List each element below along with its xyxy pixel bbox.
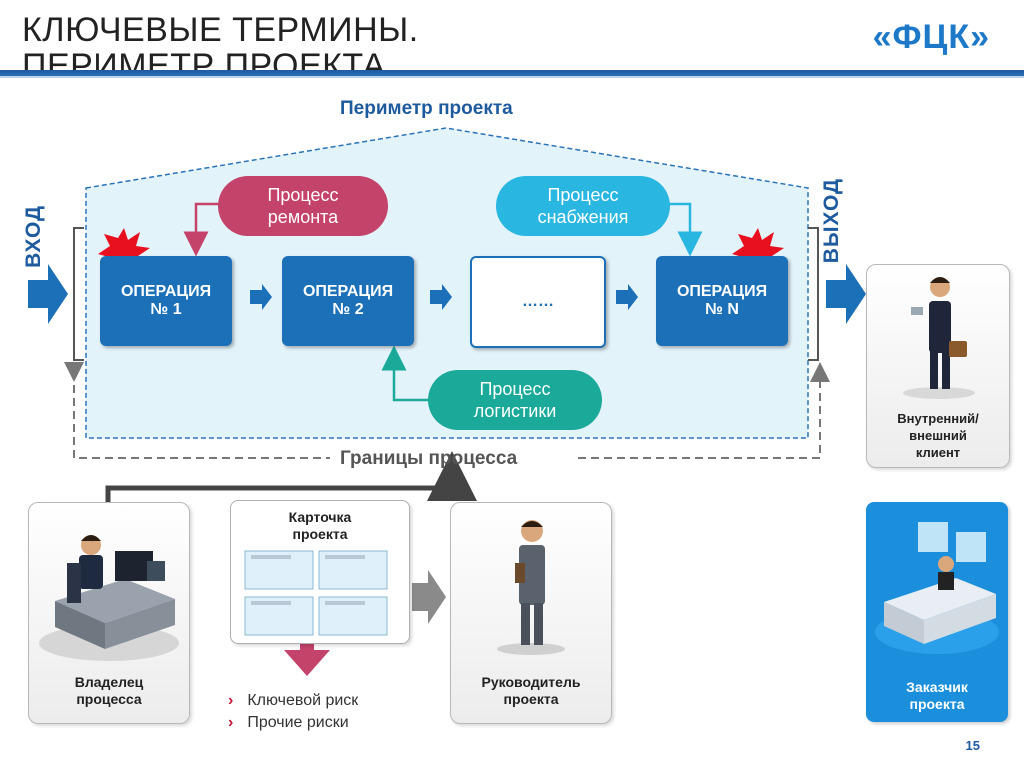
project-card-grid-icon	[244, 550, 388, 636]
owner-card: Владелец процесса	[28, 502, 190, 724]
title-line-1: КЛЮЧЕВЫЕ ТЕРМИНЫ.	[22, 11, 419, 49]
process-logistics: Процесс логистики	[428, 370, 602, 430]
card-down-arrow	[284, 642, 330, 676]
flow-arrow-3	[616, 284, 638, 310]
operation-n-title: ОПЕРАЦИЯ	[676, 283, 768, 300]
process-supply-line2: снабжения	[537, 207, 629, 227]
risk-item-label: Прочие риски	[247, 714, 349, 731]
repair-arrow	[183, 202, 222, 257]
header-divider-light	[0, 76, 1024, 78]
process-supply-line1: Процесс	[547, 185, 619, 205]
project-card-line2: проекта	[292, 526, 348, 542]
chevron-right-icon: ›	[228, 692, 234, 709]
customer-label-line1: Заказчик	[906, 679, 968, 695]
project-card-line1: Карточка	[288, 509, 352, 525]
header-divider	[0, 70, 1024, 76]
owner-label-line1: Владелец	[74, 674, 144, 690]
operation-1-number: № 1	[150, 301, 182, 318]
input-label: ВХОД	[22, 205, 45, 268]
flow-arrow-2	[430, 284, 452, 310]
supply-arrow	[668, 202, 703, 257]
client-label-line2: внешний	[909, 428, 967, 443]
flow-arrow-1	[250, 284, 272, 310]
process-boundary-line	[64, 362, 330, 459]
operation-2: ОПЕРАЦИЯ № 2	[282, 256, 414, 346]
process-boundary-label: Границы процесса	[340, 448, 518, 469]
owner-feedback-arrow	[105, 451, 477, 503]
operation-n-number: № N	[705, 301, 739, 318]
page-number: 15	[965, 738, 980, 753]
input-arrow	[28, 264, 68, 324]
manager-card: Руководитель проекта	[450, 502, 612, 724]
customer-reception-icon	[875, 522, 999, 654]
card-to-manager-arrow	[412, 570, 446, 624]
owner-label-line2: процесса	[76, 691, 142, 707]
logistics-arrow	[381, 345, 432, 402]
client-label-line1: Внутренний/	[897, 411, 979, 426]
process-boundary-line-right	[578, 362, 830, 459]
client-card: Внутренний/ внешний клиент	[866, 264, 1010, 468]
process-supply: Процесс снабжения	[496, 176, 670, 236]
manager-label-line2: проекта	[503, 691, 559, 707]
chevron-right-icon: ›	[228, 714, 234, 731]
logo: «ФЦК»	[872, 18, 990, 56]
manager-label-line1: Руководитель	[481, 674, 581, 690]
risk-item: › Ключевой риск	[228, 690, 358, 712]
operation-ellipsis-text: ……	[522, 293, 554, 310]
client-figure-icon	[903, 277, 975, 399]
title-line-2: ПЕРИМЕТР ПРОЕКТА	[22, 47, 386, 85]
output-arrow	[826, 264, 866, 324]
input-bracket	[73, 227, 84, 361]
operation-1-title: ОПЕРАЦИЯ	[120, 283, 212, 300]
output-bracket	[808, 227, 819, 361]
owner-desk-icon	[39, 535, 179, 661]
customer-card: Заказчик проекта	[866, 502, 1008, 722]
process-logistics-line2: логистики	[473, 401, 557, 421]
process-repair-line2: ремонта	[267, 207, 339, 227]
process-repair-line1: Процесс	[267, 185, 339, 205]
process-logistics-line1: Процесс	[479, 379, 551, 399]
project-card: Карточка проекта	[230, 500, 410, 644]
page-title: КЛЮЧЕВЫЕ ТЕРМИНЫ. ПЕРИМЕТР ПРОЕКТА	[22, 12, 419, 84]
manager-figure-icon	[497, 520, 565, 655]
process-repair: Процесс ремонта	[218, 176, 388, 236]
customer-label-line2: проекта	[909, 696, 965, 712]
output-label: ВЫХОД	[820, 178, 843, 264]
operation-2-number: № 2	[332, 301, 364, 318]
operation-2-title: ОПЕРАЦИЯ	[302, 283, 394, 300]
operation-n: ОПЕРАЦИЯ № N	[656, 256, 788, 346]
risk-item: › Прочие риски	[228, 712, 358, 734]
operation-ellipsis: ……	[470, 256, 606, 348]
operation-1: ОПЕРАЦИЯ № 1	[100, 256, 232, 346]
risk-list: › Ключевой риск › Прочие риски	[228, 690, 358, 734]
perimeter-label: Периметр проекта	[340, 98, 513, 119]
client-label-line3: клиент	[915, 445, 961, 460]
risk-item-label: Ключевой риск	[247, 692, 359, 709]
